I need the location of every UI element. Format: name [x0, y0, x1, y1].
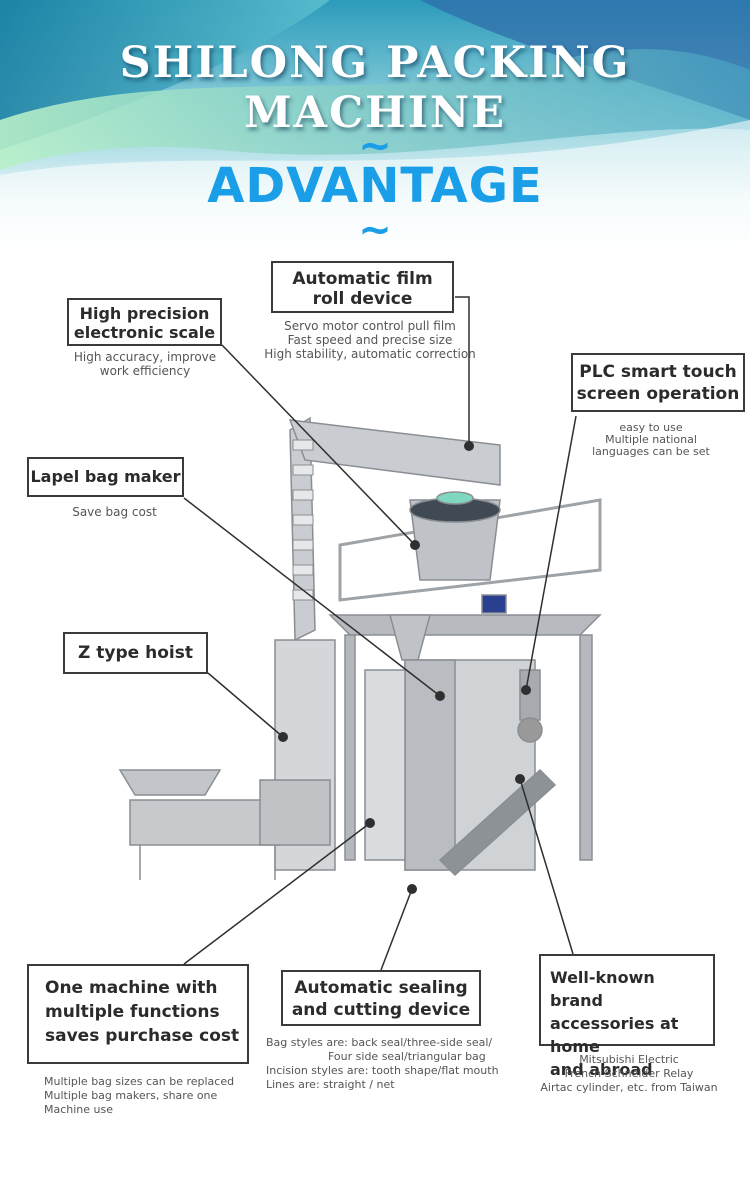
plc-touch-desc-line-1: easy to use [619, 421, 683, 434]
plc-touch-desc-line-3: languages can be set [592, 445, 710, 458]
multi-function-description: Multiple bag sizes can be replaced Multi… [44, 1075, 234, 1117]
multi-function-title-line-2: multiple functions [45, 1002, 220, 1022]
multi-function-title-line-3: saves purchase cost [45, 1026, 240, 1046]
lapel-bag-desc-line-1: Save bag cost [72, 505, 157, 519]
multi-function-desc-line-2: Multiple bag makers, share one [44, 1089, 218, 1102]
brand-accessories-desc-line-2: French Schneider Relay [564, 1067, 694, 1080]
multi-function-desc-line-1: Multiple bag sizes can be replaced [44, 1075, 235, 1088]
film-roll-desc-line-3: High stability, automatic correction [264, 347, 476, 361]
precision-scale-desc-line-2: work efficiency [99, 364, 191, 378]
plc-touch-desc-line-2: Multiple national [605, 433, 697, 446]
plc-touch-title-line-1: PLC smart touch [579, 362, 737, 382]
sealing-cutting-description: Bag styles are: back seal/three-side sea… [266, 1036, 499, 1092]
brand-accessories-title-line-3: and abroad [550, 1060, 653, 1079]
header-banner: SHILONG PACKING MACHINE [0, 0, 750, 250]
sealing-cutting-title-line-2: and cutting device [291, 1000, 471, 1020]
precision-scale-title-line-1: High precision [79, 304, 210, 323]
brand-accessories-desc-line-1: Mitsubishi Electric [579, 1053, 679, 1066]
sealing-cutting-label: Automatic sealing and cutting device [281, 970, 481, 1026]
sealing-cutting-title-line-1: Automatic sealing [294, 978, 468, 998]
multi-function-desc-line-3: Machine use [44, 1103, 114, 1116]
film-roll-title-line-2: roll device [312, 289, 413, 309]
tilde-top-icon: ~ [358, 123, 392, 169]
lapel-bag-label: Lapel bag maker [27, 457, 184, 497]
film-roll-description: Servo motor control pull film Fast speed… [250, 319, 490, 361]
sealing-cutting-desc-line-1: Bag styles are: back seal/three-side sea… [266, 1036, 493, 1049]
lapel-bag-description: Save bag cost [27, 505, 202, 519]
precision-scale-description: High accuracy, improve work efficiency [55, 350, 235, 378]
multi-function-label: One machine with multiple functions save… [27, 964, 249, 1064]
precision-scale-title-line-2: electronic scale [73, 323, 216, 342]
plc-touch-title-line-2: screen operation [576, 384, 740, 404]
plc-touch-label: PLC smart touch screen operation [571, 353, 745, 412]
precision-scale-desc-line-1: High accuracy, improve [73, 350, 217, 364]
sealing-cutting-desc-line-4: Lines are: straight / net [266, 1078, 395, 1091]
film-roll-desc-line-2: Fast speed and precise size [287, 333, 453, 347]
z-hoist-title: Z type hoist [78, 643, 193, 663]
banner-background [0, 0, 750, 250]
lapel-bag-title: Lapel bag maker [30, 467, 181, 486]
film-roll-title-line-1: Automatic film [292, 269, 433, 289]
precision-scale-label: High precision electronic scale [67, 298, 222, 346]
plc-touch-description: easy to use Multiple national languages … [571, 422, 731, 458]
brand-accessories-description: Mitsubishi Electric French Schneider Rel… [524, 1053, 734, 1095]
multi-function-title-line-1: One machine with [45, 978, 218, 998]
z-hoist-label: Z type hoist [63, 632, 208, 674]
packing-machine-illustration [118, 416, 602, 880]
brand-accessories-label: Well-known brand accessories at home and… [539, 954, 715, 1079]
sealing-cutting-desc-line-2: Four side seal/triangular bag [328, 1050, 486, 1063]
tilde-bottom-icon: ~ [358, 207, 392, 253]
brand-title: SHILONG PACKING MACHINE [119, 38, 631, 138]
film-roll-label: Automatic film roll device [271, 261, 454, 313]
film-roll-desc-line-1: Servo motor control pull film [284, 319, 456, 333]
brand-accessories-title-line-2: accessories at home [550, 1014, 679, 1056]
sealing-cutting-desc-line-3: Incision styles are: tooth shape/flat mo… [266, 1064, 499, 1077]
brand-accessories-title-line-1: Well-known brand [550, 968, 655, 1010]
brand-accessories-desc-line-3: Airtac cylinder, etc. from Taiwan [540, 1081, 718, 1094]
section-title: ADVANTAGE [207, 158, 543, 214]
